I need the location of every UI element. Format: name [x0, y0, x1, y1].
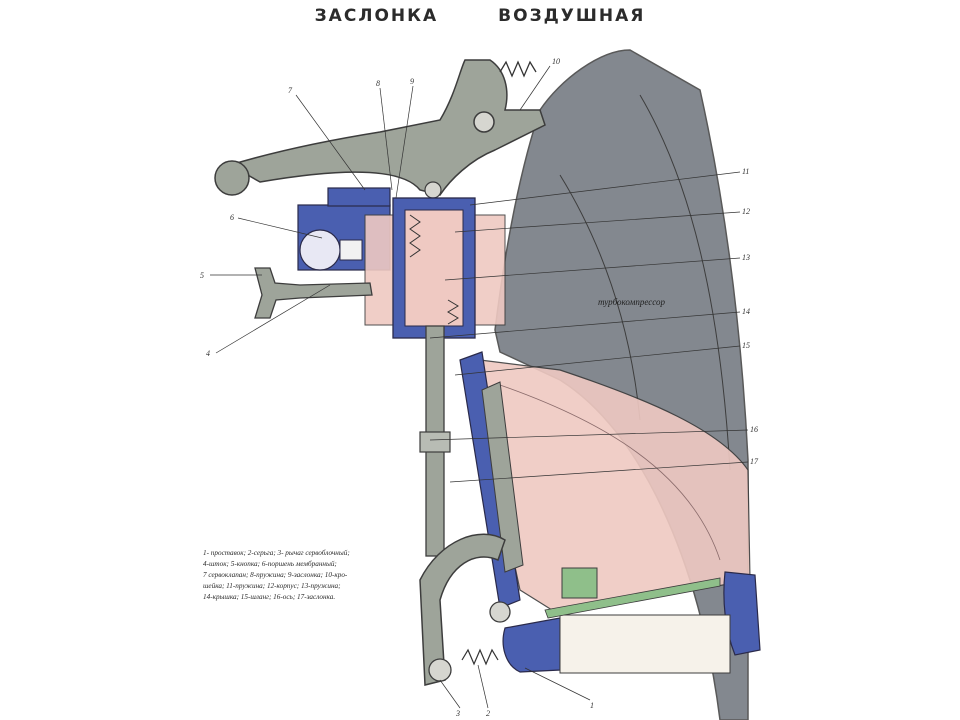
- lever-pivot: [473, 111, 495, 133]
- legend-line: 14-крышка; 15-шланг; 16-ось; 17-заслонка…: [203, 593, 336, 601]
- servo-lever: [228, 59, 546, 196]
- lower-spring: [461, 648, 499, 666]
- legend-line: 7 сервоклапан; 8-пружина; 9-заслонка; 10…: [203, 571, 348, 579]
- callout-6: 6: [230, 213, 234, 222]
- callout-3: 3: [455, 709, 460, 718]
- legend-line: 1- проставок; 2-серьга; 3- рычаг сервобл…: [203, 549, 350, 557]
- turbocharger-label: турбокомпрессор: [598, 297, 665, 307]
- callout-15: 15: [742, 341, 750, 350]
- callout-10: 10: [552, 57, 560, 66]
- diagram-title: ЗАСЛОНКА ВОЗДУШНАЯ: [0, 6, 960, 26]
- callout-numbers: 7 8 9 6 5 4 10 11 12 13 14 15 16 17 1 3 …: [200, 57, 759, 718]
- leader-lines: [210, 65, 749, 709]
- green-wedge: [544, 577, 721, 619]
- duct-arc: [499, 384, 721, 561]
- lever-knob: [214, 160, 250, 196]
- callout-14: 14: [742, 307, 750, 316]
- top-spring: [499, 60, 537, 78]
- callout-16: 16: [750, 425, 758, 434]
- callout-2: 2: [486, 709, 490, 718]
- callout-11: 11: [742, 167, 749, 176]
- servo-valve-core: [339, 239, 363, 261]
- turbocharger-inner-arc: [639, 94, 731, 471]
- callout-9: 9: [410, 77, 414, 86]
- duct-bottom-wall: [559, 614, 731, 674]
- callout-17: 17: [750, 457, 759, 466]
- callout-8: 8: [376, 79, 380, 88]
- cylinder-bore: [404, 209, 464, 327]
- servo-valve-cap: [327, 187, 391, 207]
- title-word-2: ВОЗДУШНАЯ: [498, 6, 646, 26]
- legend-line: 4-шток; 5-кнопка; 6-поршень мембранный;: [203, 560, 337, 568]
- legend-line: шейка; 11-пружина; 12-корпус; 13-пружина…: [203, 582, 341, 590]
- lower-pivot: [428, 658, 452, 682]
- lower-arm: [419, 533, 506, 686]
- green-insert: [561, 567, 598, 599]
- membrane-piston: [299, 229, 341, 271]
- cylinder-spring-right: [447, 299, 459, 325]
- damper-plate: [481, 381, 524, 573]
- callout-4: 4: [206, 349, 210, 358]
- cylinder-spring-left: [409, 214, 421, 258]
- callout-1: 1: [590, 701, 594, 710]
- lever-pin: [424, 181, 442, 199]
- lower-crank-pivot: [489, 601, 511, 623]
- title-word-1: ЗАСЛОНКА: [314, 6, 439, 26]
- parts-legend: 1- проставок; 2-серьга; 3- рычаг сервобл…: [203, 548, 393, 603]
- bottom-flange: [502, 617, 561, 673]
- rod-nut: [419, 431, 451, 453]
- callout-13: 13: [742, 253, 750, 262]
- callout-5: 5: [200, 271, 204, 280]
- callout-7: 7: [288, 86, 293, 95]
- turbocharger-inner-arc-2: [559, 174, 641, 421]
- push-button: [254, 267, 373, 319]
- callout-12: 12: [742, 207, 750, 216]
